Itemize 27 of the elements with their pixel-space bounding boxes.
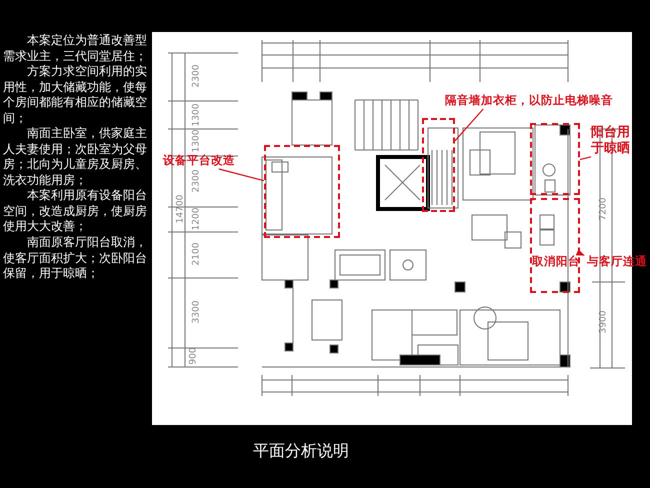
leader-line [218, 168, 264, 182]
dashed-outline [422, 118, 455, 212]
paragraph: 南面原客厅阳台取消，使客厅面积扩大；次卧阳台保留，用于晾晒； [3, 235, 148, 282]
annotation-text: 隔音墙加衣柜，以防止电梯噪音 [445, 92, 610, 109]
dimension-label: 3900 [598, 310, 608, 334]
leader-line [576, 249, 585, 256]
dimension-label: 2300 [191, 64, 202, 88]
dashed-outline [264, 145, 340, 238]
dashed-outline [530, 123, 580, 195]
paragraph: 方案力求空间利用的实用性，加大储藏功能，使每个房间都能有相应的储藏空间； [3, 64, 148, 126]
dimension-label: 2100 [191, 242, 202, 266]
dashed-outline [530, 198, 580, 293]
dimension-label: 1200 [191, 208, 202, 230]
caption: 平面分析说明 [253, 441, 349, 462]
dimension-label: 14700 [175, 194, 186, 224]
leader-line [454, 108, 484, 142]
dimension-label: 1300 [191, 104, 202, 126]
dimension-label: 900 [188, 347, 199, 365]
paragraph: 本案利用原有设备阳台空间，改造成厨房，使厨房使用大大改善； [3, 188, 148, 234]
dimension-label: 1300 [191, 130, 202, 152]
annotation-text: 取消阳台 [532, 253, 578, 270]
dimension-label: 7200 [598, 198, 608, 220]
dimension-label: 3300 [191, 300, 202, 324]
paragraph: 南面主卧室，供家庭主人夫妻使用；次卧室为父母房；北向为儿童房及厨房、洗衣功能用房； [3, 126, 148, 188]
dimension-label: 2300 [191, 170, 202, 192]
leader-line [580, 156, 592, 160]
paragraph: 本案定位为普通改善型需求业主，三代同堂居住； [3, 33, 148, 64]
